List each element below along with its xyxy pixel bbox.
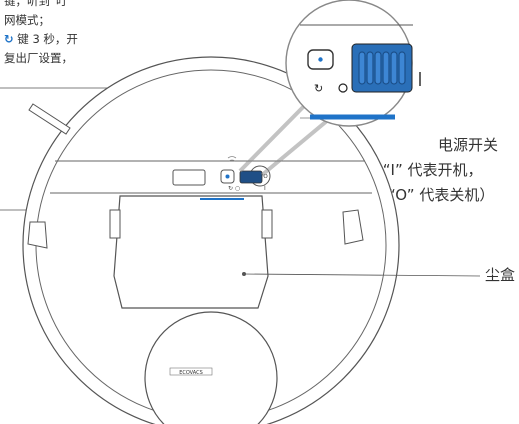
reset-dot bbox=[225, 174, 230, 179]
wifi-icon bbox=[227, 156, 237, 162]
power-switch-desc-2: “O” 代表关机） bbox=[388, 186, 495, 204]
brand-plate bbox=[169, 367, 213, 376]
brand-label: ECOVACS bbox=[179, 370, 203, 376]
handle-slot bbox=[172, 169, 206, 186]
instruction-line-3: ↻ 键 3 秒，开 bbox=[4, 32, 78, 46]
reset-symbol-small: ↻ ○ bbox=[228, 185, 240, 192]
on-symbol-small: I bbox=[264, 185, 266, 192]
dustbin-right-clip bbox=[261, 209, 273, 239]
zoom-reset-symbol: ↻ bbox=[314, 82, 323, 95]
power-switch-small bbox=[239, 170, 263, 184]
side-brush bbox=[28, 103, 71, 135]
zoom-power-switch-ridges bbox=[358, 51, 406, 85]
zoom-reset-dot bbox=[318, 57, 323, 62]
dustbin bbox=[113, 195, 269, 309]
zoom-off-symbol bbox=[338, 83, 348, 93]
instruction-line-4: 复出厂设置， bbox=[4, 51, 73, 65]
dustbin-left-clip bbox=[109, 209, 121, 239]
power-switch-title: 电源开关 bbox=[438, 136, 499, 154]
instruction-line-3-text: 键 3 秒，开 bbox=[17, 32, 78, 46]
power-switch-desc-1: （ “I” 代表开机， bbox=[363, 161, 483, 179]
reset-icon: ↻ bbox=[4, 32, 14, 46]
left-bumper-tab bbox=[27, 221, 48, 249]
dustbin-leader-line bbox=[243, 273, 481, 277]
instruction-line-1: 键，听到“叮” bbox=[4, 0, 74, 8]
zoom-connector-1 bbox=[238, 94, 316, 173]
instruction-line-2: 网模式； bbox=[4, 13, 50, 27]
dustbin-label: 尘盒 bbox=[485, 266, 516, 284]
right-bumper-tab bbox=[342, 209, 364, 245]
